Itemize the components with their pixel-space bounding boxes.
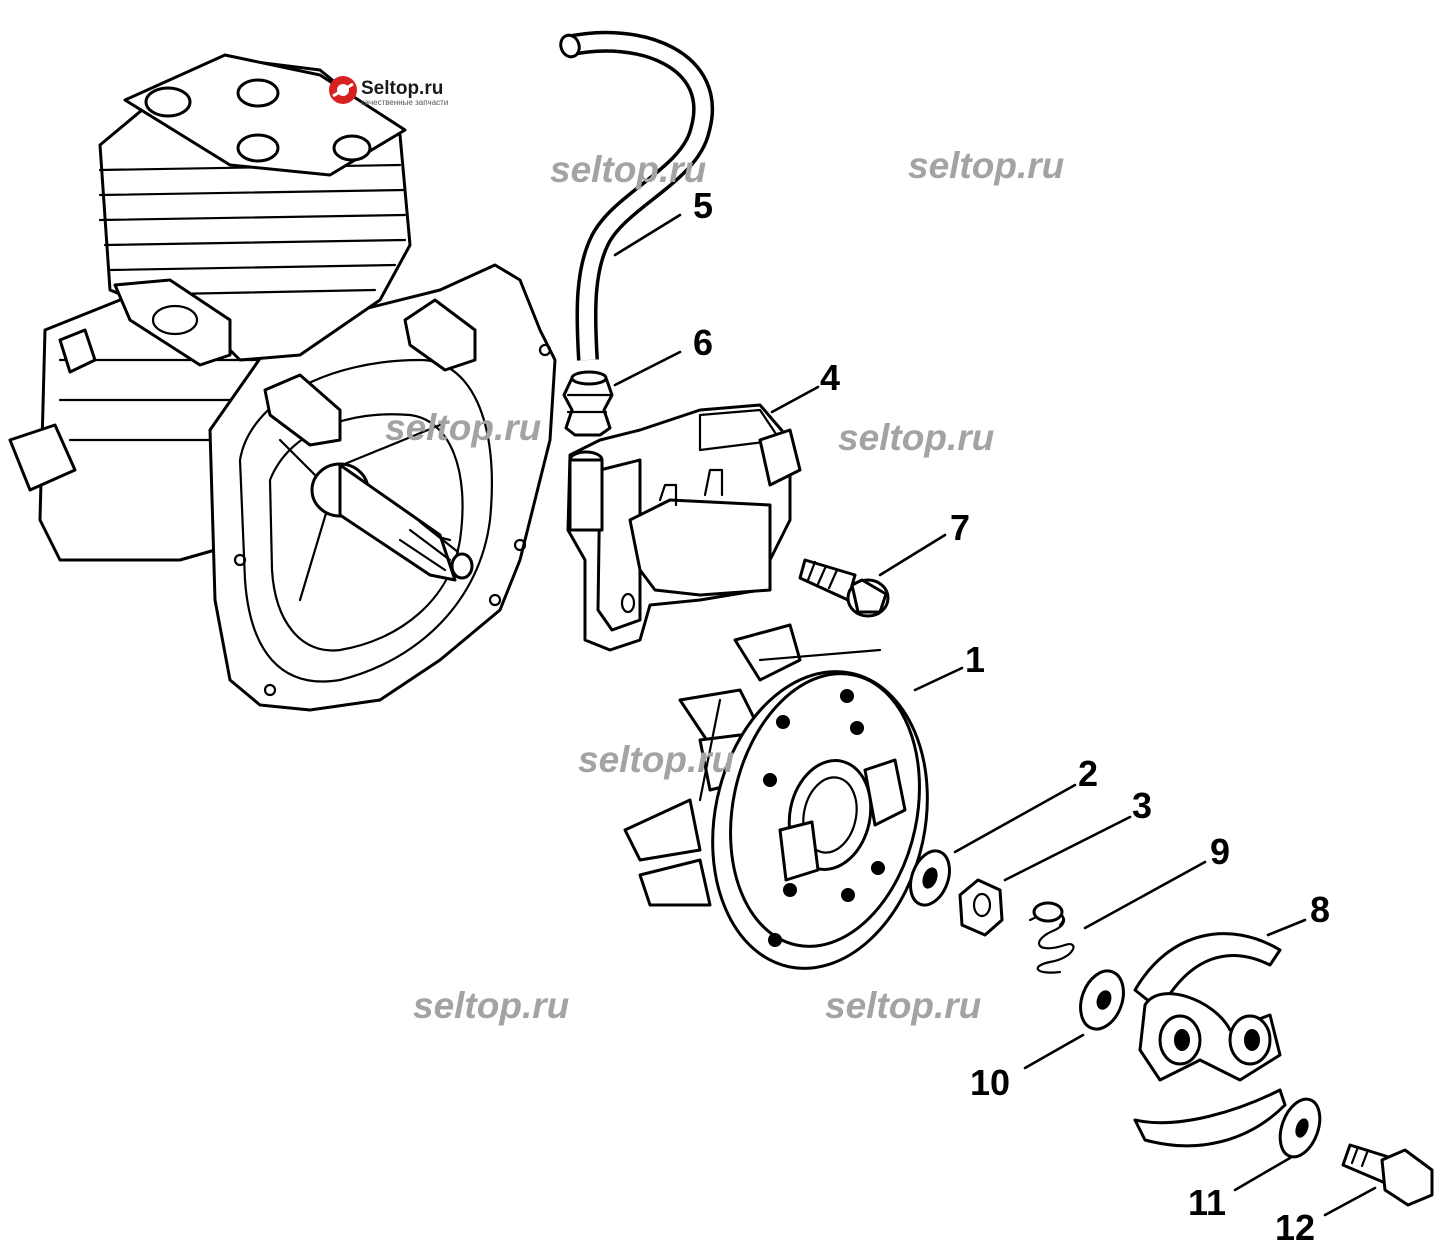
- callout-12: 12: [1275, 1207, 1315, 1248]
- part-9-spring: [1028, 901, 1075, 974]
- engine-crankcase-assembly: [8, 53, 557, 712]
- part-7-screw: [798, 558, 890, 618]
- part-11-washer: [1278, 1097, 1322, 1159]
- callout-labels: 5 6 4 7 1 2 3 9 8 10 11 12: [693, 185, 1330, 1248]
- part-8-clutch: [1133, 932, 1287, 1148]
- callout-6: 6: [693, 322, 713, 363]
- callout-11: 11: [1188, 1182, 1226, 1223]
- part-6-grommet: [562, 370, 614, 437]
- leader-lines: [613, 213, 1377, 1217]
- callout-10: 10: [970, 1062, 1010, 1103]
- callout-8: 8: [1310, 889, 1330, 930]
- seltop-logo: Seltop.ru качественные запчасти: [329, 76, 448, 107]
- callout-7: 7: [950, 507, 970, 548]
- watermark: seltop.ru: [550, 149, 706, 190]
- watermark: seltop.ru: [908, 145, 1064, 186]
- callout-2: 2: [1078, 753, 1098, 794]
- watermark: seltop.ru: [825, 985, 981, 1026]
- part-5-hose: [559, 30, 715, 361]
- watermarks: seltop.ru seltop.ru seltop.ru seltop.ru …: [385, 145, 1064, 1026]
- callout-4: 4: [820, 357, 840, 398]
- callout-3: 3: [1132, 785, 1152, 826]
- watermark: seltop.ru: [385, 407, 541, 448]
- watermark: seltop.ru: [413, 985, 569, 1026]
- watermark: seltop.ru: [578, 739, 734, 780]
- callout-9: 9: [1210, 831, 1230, 872]
- logo-brand: Seltop.ru: [361, 78, 443, 99]
- part-2-washer: [909, 849, 951, 907]
- callout-5: 5: [693, 185, 713, 226]
- callout-1: 1: [965, 639, 985, 680]
- part-10-washer: [1079, 969, 1125, 1031]
- part-3-nut: [958, 878, 1004, 937]
- part-12-bolt: [1341, 1143, 1434, 1207]
- part-4-ignition-module: [566, 403, 802, 652]
- logo-tagline: качественные запчасти: [361, 98, 448, 107]
- watermark: seltop.ru: [838, 417, 994, 458]
- part-1-flywheel: [623, 623, 929, 970]
